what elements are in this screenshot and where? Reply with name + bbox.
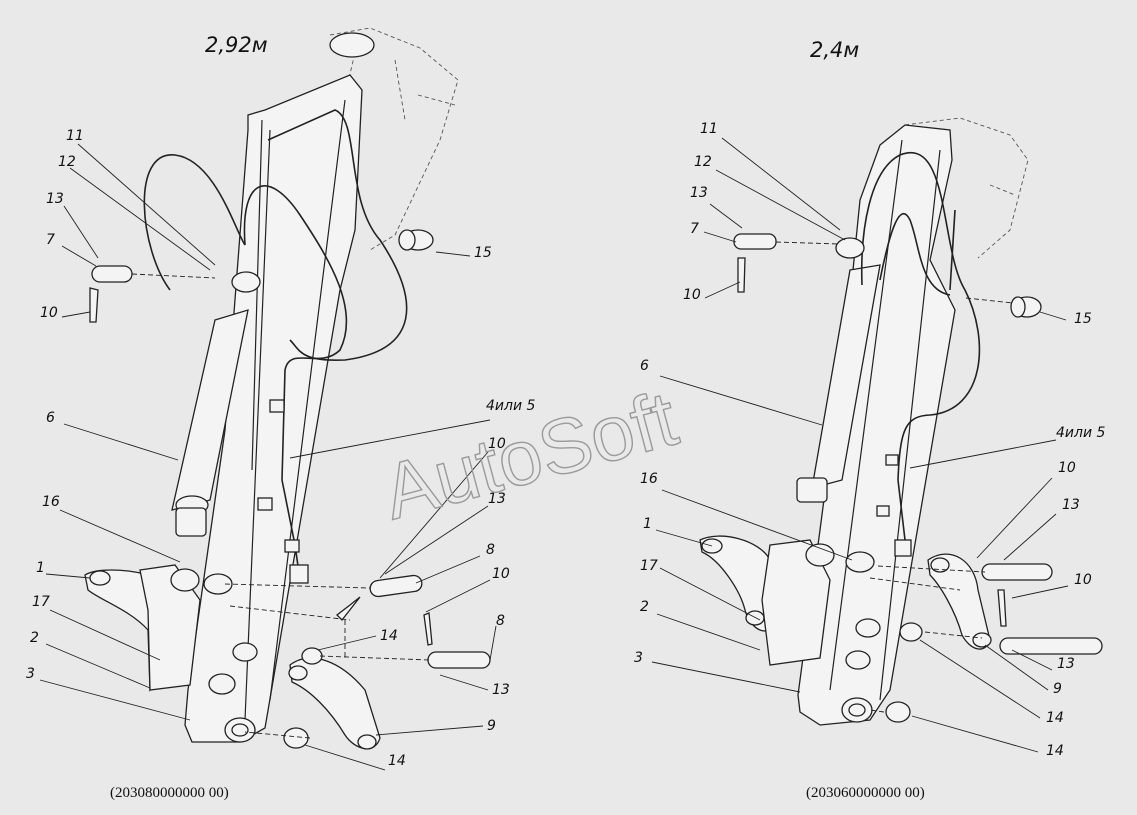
callout-13b-right: 13: [1062, 497, 1080, 513]
callout-17-right: 17: [640, 558, 658, 574]
callout-10-right: 10: [683, 287, 701, 303]
callout-9-right: 9: [1053, 681, 1062, 697]
right-part-number: (203060000000 00): [806, 785, 925, 801]
left-assembly: [39, 27, 497, 771]
callout-15-left: 15: [474, 245, 492, 261]
callout-11-left: 11: [66, 128, 84, 144]
callout-13c-right: 13: [1057, 656, 1075, 672]
left-part-number: (203080000000 00): [110, 785, 229, 801]
callout-7-right: 7: [690, 221, 699, 237]
callout-13-left: 13: [46, 191, 64, 207]
right-assembly: [651, 117, 1103, 753]
link-1-right: [699, 535, 776, 632]
top-cylinder-head: [329, 32, 375, 58]
callout-17-left: 17: [32, 594, 50, 610]
left-variant-title: 2,92м: [205, 33, 268, 57]
left-labels: 2,92м 11 12 13 7 10 6 16 1 17 2 3 15 4ил…: [26, 33, 536, 801]
callout-2-right: 2: [640, 599, 649, 615]
link-17-left: [139, 564, 201, 691]
hydraulic-cylinder-right: [811, 264, 881, 489]
callout-6-right: 6: [640, 358, 649, 374]
callout-13-right: 13: [690, 185, 708, 201]
callout-12-left: 12: [58, 154, 76, 170]
right-variant-title: 2,4м: [810, 38, 859, 62]
callout-12-right: 12: [694, 154, 712, 170]
callout-14a-right: 14: [1046, 710, 1064, 726]
link-9-right: [927, 553, 991, 650]
callout-4or5-right: 4или 5: [1056, 425, 1106, 441]
callout-1-left: 1: [36, 560, 45, 576]
callout-9-left: 9: [487, 718, 496, 734]
callout-14a-left: 14: [380, 628, 398, 644]
callout-1-right: 1: [643, 516, 652, 532]
right-labels: 2,4м 11 12 13 7 10 6 16 1 17 2 3 15 4или…: [634, 38, 1106, 801]
callout-10b-right: 10: [1058, 460, 1076, 476]
callout-16-left: 16: [42, 494, 60, 510]
pin-7-right: [733, 233, 777, 250]
callout-13b-left: 13: [488, 491, 506, 507]
callout-8a-left: 8: [486, 542, 495, 558]
callout-3-right: 3: [634, 650, 643, 666]
callout-11-right: 11: [700, 121, 718, 137]
callout-6-left: 6: [46, 410, 55, 426]
callout-16-right: 16: [640, 471, 658, 487]
callout-10c-right: 10: [1074, 572, 1092, 588]
hydraulic-cylinder-left: [171, 309, 249, 511]
callout-14b-right: 14: [1046, 743, 1064, 759]
callout-10c-left: 10: [492, 566, 510, 582]
callout-14b-left: 14: [388, 753, 406, 769]
callout-10-left: 10: [40, 305, 58, 321]
callout-4or5-left: 4или 5: [486, 398, 536, 414]
callout-2-left: 2: [30, 630, 39, 646]
callout-3-left: 3: [26, 666, 35, 682]
callout-7-left: 7: [46, 232, 55, 248]
callout-15-right: 15: [1074, 311, 1092, 327]
callout-13c-left: 13: [492, 682, 510, 698]
callout-8b-left: 8: [496, 613, 505, 629]
callout-10b-left: 10: [488, 436, 506, 452]
link-17-right: [761, 539, 831, 666]
pin-7-left: [91, 265, 133, 283]
